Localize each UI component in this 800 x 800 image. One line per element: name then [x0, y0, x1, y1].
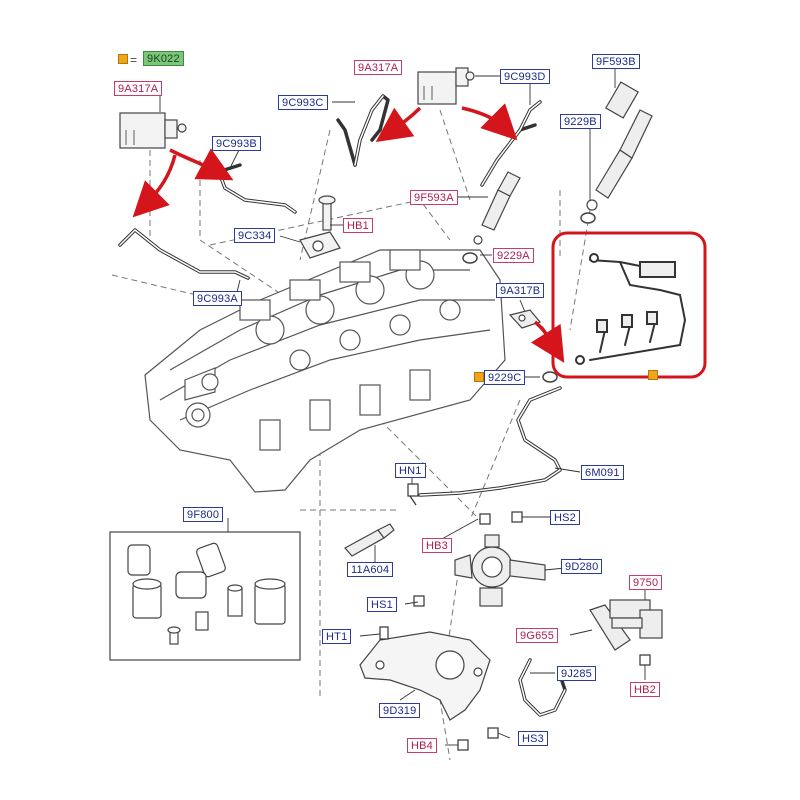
- part-label-hs1[interactable]: HS1: [367, 597, 397, 612]
- wiring-harness: [575, 253, 687, 365]
- part-label-9d280[interactable]: 9D280: [561, 559, 603, 574]
- part-label-9a317a-top[interactable]: 9A317A: [354, 60, 403, 75]
- part-label-11a604[interactable]: 11A604: [347, 562, 394, 577]
- pressure-sensor-top: [417, 67, 475, 105]
- part-label-hb2[interactable]: HB2: [630, 682, 660, 697]
- cylinder-head: [144, 249, 506, 493]
- glow-plug: [344, 523, 395, 557]
- part-label-9229b[interactable]: 9229B: [560, 114, 601, 129]
- part-label-9g655[interactable]: 9G655: [516, 628, 559, 643]
- kit-box: [109, 531, 301, 661]
- part-label-9c993a[interactable]: 9C993A: [193, 291, 242, 306]
- legend-swatch: [118, 54, 128, 64]
- injector-clamp: [299, 195, 341, 259]
- throttle-bracket: [589, 599, 663, 651]
- part-label-hs3[interactable]: HS3: [518, 731, 548, 746]
- legend-code-label: 9K022: [143, 51, 184, 66]
- red-arrows: [132, 103, 565, 363]
- part-label-9c993c[interactable]: 9C993C: [278, 95, 328, 110]
- sensor-9a317b: [508, 309, 542, 329]
- part-label-6m091[interactable]: 6M091: [581, 465, 624, 480]
- part-label-9c993d[interactable]: 9C993D: [500, 69, 550, 84]
- flag-marker-harness: [648, 370, 658, 380]
- part-label-9c993b[interactable]: 9C993B: [212, 136, 261, 151]
- part-label-9a317b[interactable]: 9A317B: [496, 283, 545, 298]
- part-label-9229a[interactable]: 9229A: [493, 248, 534, 263]
- part-label-hb4[interactable]: HB4: [407, 738, 437, 753]
- part-label-hn1[interactable]: HN1: [395, 463, 426, 478]
- fuel-pump: [454, 534, 546, 607]
- part-label-9f593a[interactable]: 9F593A: [410, 190, 458, 205]
- pressure-sensor-left: [119, 112, 187, 149]
- part-label-9j285[interactable]: 9J285: [557, 666, 596, 681]
- highlight-frame: [551, 231, 707, 379]
- flag-marker-9229c: [474, 372, 484, 382]
- part-label-9c334[interactable]: 9C334: [234, 228, 276, 243]
- part-label-hb1[interactable]: HB1: [343, 218, 373, 233]
- legend-equals: =: [130, 53, 138, 67]
- injectors: [473, 81, 653, 245]
- part-label-9d319[interactable]: 9D319: [379, 703, 421, 718]
- part-label-ht1[interactable]: HT1: [322, 629, 352, 644]
- part-label-9f593b[interactable]: 9F593B: [592, 54, 640, 69]
- part-label-9229c[interactable]: 9229C: [484, 370, 526, 385]
- part-label-9f800[interactable]: 9F800: [183, 507, 224, 522]
- part-label-hs2[interactable]: HS2: [550, 510, 580, 525]
- part-label-9a317a-left[interactable]: 9A317A: [114, 81, 163, 96]
- part-label-hb3[interactable]: HB3: [422, 538, 452, 553]
- part-label-9750[interactable]: 9750: [629, 575, 663, 590]
- bolts: [379, 483, 651, 751]
- washers: [462, 212, 596, 383]
- pump-bracket: [359, 631, 491, 721]
